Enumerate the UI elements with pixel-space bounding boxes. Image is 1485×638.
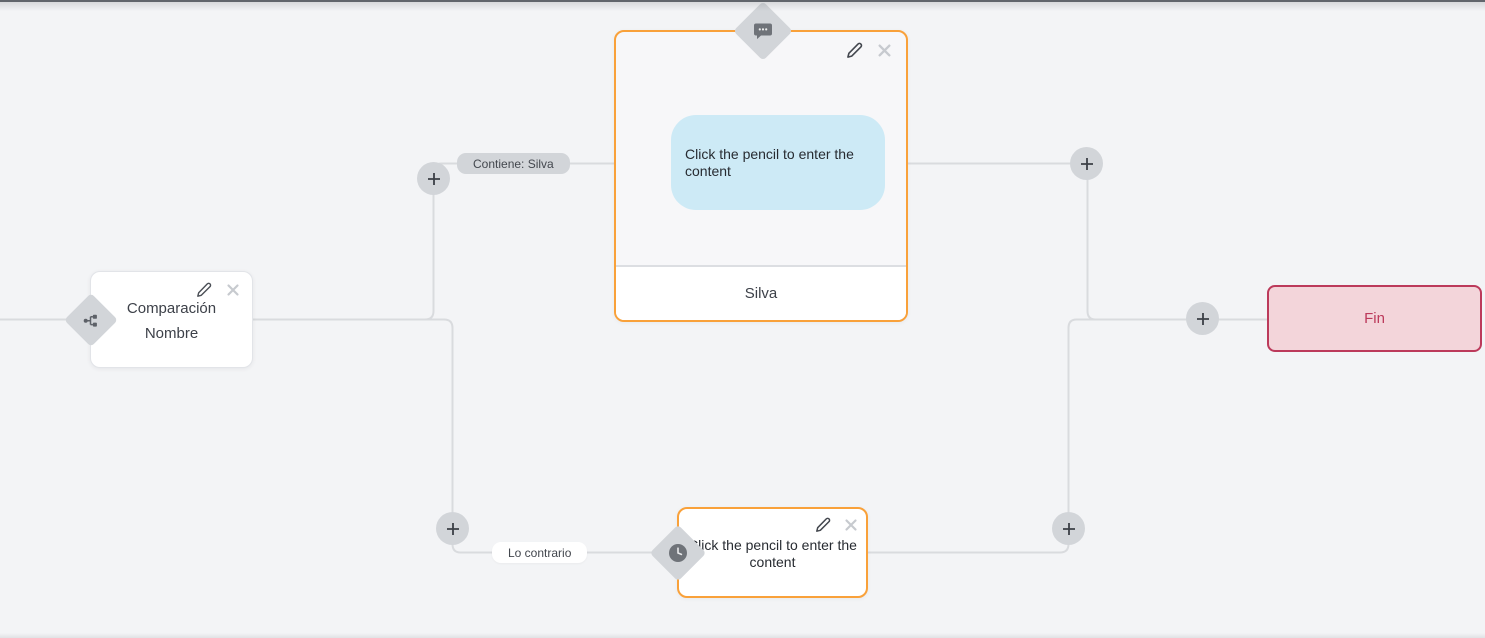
delay-port-diamond[interactable]	[649, 524, 707, 582]
delay-node-text: Click the pencil to enter the content	[688, 537, 857, 570]
branch-icon	[83, 312, 100, 329]
chat-bubble-icon	[753, 22, 773, 40]
close-icon[interactable]	[844, 518, 858, 532]
pencil-icon[interactable]	[815, 517, 831, 533]
message-bubble-text: Click the pencil to enter the content	[685, 145, 854, 179]
edge-label-contains[interactable]: Contiene: Silva	[457, 153, 570, 174]
add-node-button-after-delay[interactable]	[1052, 512, 1085, 545]
plus-icon	[445, 521, 461, 537]
message-node[interactable]: Click the pencil to enter the content Si…	[614, 1, 908, 322]
plus-icon	[1195, 311, 1211, 327]
plus-icon	[1079, 156, 1095, 172]
end-node[interactable]: Fin	[1267, 285, 1482, 352]
plus-icon	[1061, 521, 1077, 537]
comparison-node[interactable]: Comparación Nombre	[64, 271, 253, 368]
message-footer-text: Silva	[744, 285, 778, 302]
pencil-icon[interactable]	[846, 42, 863, 59]
comparison-port-diamond[interactable]	[64, 293, 118, 347]
delay-node[interactable]: Click the pencil to enter the content	[649, 507, 868, 598]
edge-label-otherwise[interactable]: Lo contrario	[492, 542, 588, 563]
canvas-top-edge	[0, 0, 1485, 2]
pencil-icon[interactable]	[196, 282, 212, 298]
add-node-button-bottom-branch[interactable]	[436, 512, 469, 545]
comparison-node-title: Comparación Nombre	[126, 300, 217, 342]
clock-icon	[668, 543, 688, 563]
message-bubble: Click the pencil to enter the content	[671, 115, 885, 210]
connector-message-to-end	[908, 162, 1267, 321]
add-node-button-before-end[interactable]	[1186, 302, 1219, 335]
close-icon[interactable]	[877, 43, 892, 58]
close-icon[interactable]	[226, 283, 240, 297]
message-node-footer: Silva	[616, 265, 906, 320]
connector-comparison-to-delay	[253, 318, 677, 554]
plus-icon	[426, 171, 442, 187]
connector-delay-to-end	[868, 318, 1267, 554]
end-node-label: Fin	[1364, 310, 1385, 327]
message-port-diamond[interactable]	[733, 1, 793, 61]
add-node-button-after-message[interactable]	[1070, 147, 1103, 180]
add-node-button-top-branch[interactable]	[417, 162, 450, 195]
